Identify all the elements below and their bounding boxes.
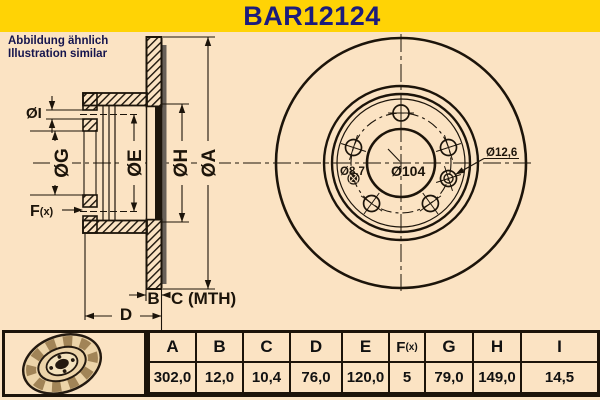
label-b: B <box>147 289 159 308</box>
note-line-de: Abbildung ähnlich <box>8 35 109 47</box>
col-d-header: D <box>291 333 341 361</box>
ring-shadow-strip <box>161 45 167 284</box>
center-bore-circle <box>365 127 437 199</box>
friction-ring-top-section <box>145 36 163 108</box>
label-dia-g: ØG <box>50 141 73 185</box>
hat-step-circle <box>336 98 466 228</box>
label-c-mth: C (MTH) <box>171 289 236 308</box>
similarity-note: Abbildung ähnlich Illustration similar <box>8 35 108 61</box>
label-d: D <box>114 304 138 324</box>
cross-section-view: ØG ØE ØH ØA ØI F(x) B C (MTH) D <box>26 36 533 330</box>
label-f-x: F(x) <box>30 203 54 220</box>
hat-flange-circle <box>330 92 472 234</box>
label-bolt-hole: Ø12,6 <box>486 147 517 159</box>
label-dia-i: ØI <box>26 105 42 122</box>
col-g-value: 79,0 <box>426 363 472 392</box>
col-g-header: G <box>426 333 472 361</box>
col-fx-header: F(x) <box>390 333 424 361</box>
page-title: BAR12124 <box>243 0 381 31</box>
arrowheads <box>48 37 212 320</box>
label-dia-a: ØA <box>197 141 220 185</box>
part-thumbnail-box <box>2 330 147 397</box>
col-i-header: I <box>522 333 597 361</box>
label-dia-h: ØH <box>169 141 192 185</box>
friction-ring-bottom-section <box>145 218 163 290</box>
svg-text:D: D <box>120 305 132 324</box>
col-i-value: 14,5 <box>522 363 597 392</box>
col-a-header: A <box>150 333 195 361</box>
front-view: Ø8,7 Ø104 Ø12,6 <box>274 34 528 291</box>
col-h-value: 149,0 <box>474 363 520 392</box>
col-b-header: B <box>197 333 242 361</box>
hat-wall-segment <box>82 215 98 234</box>
col-d-value: 76,0 <box>291 363 341 392</box>
col-b-value: 12,0 <box>197 363 242 392</box>
large-hole-leader <box>455 157 519 175</box>
col-c-header: C <box>244 333 289 361</box>
col-e-header: E <box>343 333 388 361</box>
bolt-holes <box>340 100 462 215</box>
svg-text:ØG: ØG <box>52 148 73 178</box>
col-fx-value: 5 <box>390 363 424 392</box>
label-dia-e: ØE <box>123 141 146 185</box>
col-c-value: 10,4 <box>244 363 289 392</box>
center-dia-leader <box>387 148 401 162</box>
svg-text:ØE: ØE <box>125 149 146 176</box>
disc-outer-circle <box>274 36 528 290</box>
col-h-header: H <box>474 333 520 361</box>
ring-inner-edge <box>155 106 162 220</box>
label-small-hole: Ø8,7 <box>340 166 365 178</box>
svg-text:ØA: ØA <box>199 148 220 177</box>
svg-text:ØH: ØH <box>171 149 192 178</box>
brake-disc-icon <box>21 333 103 395</box>
friction-inner-circle <box>322 84 480 242</box>
label-center-dia: Ø104 <box>391 163 425 179</box>
note-line-en: Illustration similar <box>8 48 108 60</box>
hat-wall-segment <box>82 194 98 208</box>
hat-wall-segment <box>82 92 98 111</box>
locating-hole-small <box>347 172 360 185</box>
dimensions-table: A B C D E F(x) G H I 302,0 12,0 10,4 76,… <box>147 330 600 397</box>
hat-wall-segment <box>82 118 98 132</box>
locating-hole-large <box>435 165 462 192</box>
col-e-value: 120,0 <box>343 363 388 392</box>
col-a-value: 302,0 <box>150 363 195 392</box>
title-bar: BAR12124 <box>0 0 600 32</box>
